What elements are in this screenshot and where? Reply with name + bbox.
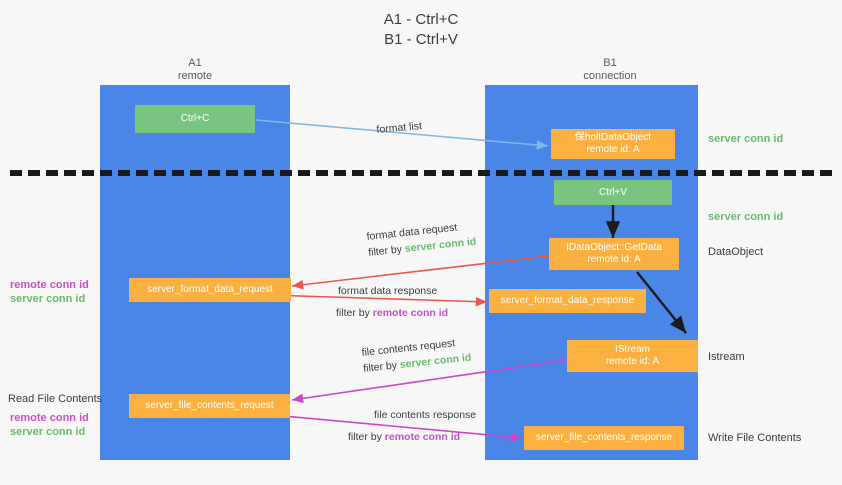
box-istream-line1: IStream xyxy=(614,344,650,355)
lane-header-b1: B1 connection xyxy=(540,57,680,83)
box-server-file-contents-request-label: server_file_contents_request xyxy=(145,400,274,411)
annotation-server-conn-id-second: server conn id xyxy=(708,211,784,223)
annotation-write-file-contents: Write File Contents xyxy=(708,432,802,444)
box-server-file-contents-request[interactable]: server_file_contents_request xyxy=(129,394,290,418)
lane-header-a1: A1 remote xyxy=(130,57,260,83)
lane-b1-name: B1 xyxy=(603,57,617,69)
filter-prefix: filter by xyxy=(362,359,401,375)
filter-prefix: filter by xyxy=(336,307,373,319)
box-getdata-line2: remote id: A xyxy=(587,254,641,265)
box-server-file-contents-response-label: server_file_contents_response xyxy=(535,432,673,443)
lane-a1-sub: remote xyxy=(177,70,213,82)
phase-divider xyxy=(10,170,832,176)
box-istream[interactable]: IStream remote id: A xyxy=(567,340,698,372)
filter-value-remote-conn-id: remote conn id xyxy=(372,307,449,319)
box-ctrl-c-label: Ctrl+C xyxy=(180,113,210,124)
edge-label-format-list-text: format list xyxy=(376,120,423,136)
edge-label-format-data-response-text: format data response xyxy=(338,285,438,297)
annotation-remote-conn-id-1: remote conn id xyxy=(10,279,89,291)
edge-label-file-contents-response-text: file contents response xyxy=(374,409,477,421)
title-line-1: A1 - Ctrl+C xyxy=(383,11,459,28)
edge-label-file-contents-response-filter: filter by remote conn id xyxy=(348,431,476,444)
box-olesetclipboard-line2: remote id: A xyxy=(586,144,640,155)
box-server-format-data-response[interactable]: server_format_data_response xyxy=(489,289,646,313)
box-server-format-data-response-label: server_format_data_response xyxy=(500,295,635,306)
page-title: A1 - Ctrl+C B1 - Ctrl+V xyxy=(0,10,842,50)
filter-value-remote-conn-id: remote conn id xyxy=(384,431,461,443)
edge-label-format-data-request: format data request filter by server con… xyxy=(366,220,477,260)
annotation-read-file-contents: Read File Contents xyxy=(8,393,103,405)
box-server-format-data-request-label: server_format_data_request xyxy=(147,284,273,295)
annotation-server-conn-id-top: server conn id xyxy=(708,133,784,145)
box-server-file-contents-response[interactable]: server_file_contents_response xyxy=(524,426,684,450)
box-getdata-line1: IDataObject::GetData xyxy=(566,242,662,253)
edge-label-file-contents-request: file contents request filter by server c… xyxy=(361,336,472,376)
annotation-istream: Istream xyxy=(708,351,745,363)
edge-label-format-list: format list xyxy=(376,120,422,137)
title-line-2: B1 - Ctrl+V xyxy=(384,31,458,48)
annotation-conn-pair-1: remote conn id server conn id xyxy=(10,278,89,306)
edge-label-format-data-response-filter: filter by remote conn id xyxy=(336,307,448,320)
annotation-server-conn-id-1: server conn id xyxy=(10,293,86,305)
annotation-server-conn-id-2: server conn id xyxy=(10,426,86,438)
filter-prefix: filter by xyxy=(348,431,385,443)
edge-label-file-contents-response: file contents response filter by remote … xyxy=(348,409,477,444)
filter-prefix: filter by xyxy=(367,243,406,259)
box-server-format-data-request[interactable]: server_format_data_request xyxy=(129,278,291,302)
box-ctrl-v-label: Ctrl+V xyxy=(598,186,628,198)
box-idataobject-getdata[interactable]: IDataObject::GetData remote id: A xyxy=(549,238,679,270)
box-olesetclipboard-line1: 保holIDataObject xyxy=(574,132,652,143)
annotation-remote-conn-id-2: remote conn id xyxy=(10,412,89,424)
box-olesetclipboard[interactable]: 保holIDataObject remote id: A xyxy=(551,129,675,159)
edge-label-format-data-response: format data response filter by remote co… xyxy=(336,285,448,320)
box-istream-line2: remote id: A xyxy=(605,356,660,367)
box-ctrl-c[interactable]: Ctrl+C xyxy=(135,105,255,133)
lane-a1-name: A1 xyxy=(188,57,202,69)
box-ctrl-v[interactable]: Ctrl+V xyxy=(554,180,672,205)
annotation-dataobject: DataObject xyxy=(708,246,764,258)
annotation-conn-pair-2: remote conn id server conn id xyxy=(10,411,89,439)
lane-b1-sub: connection xyxy=(583,70,637,82)
